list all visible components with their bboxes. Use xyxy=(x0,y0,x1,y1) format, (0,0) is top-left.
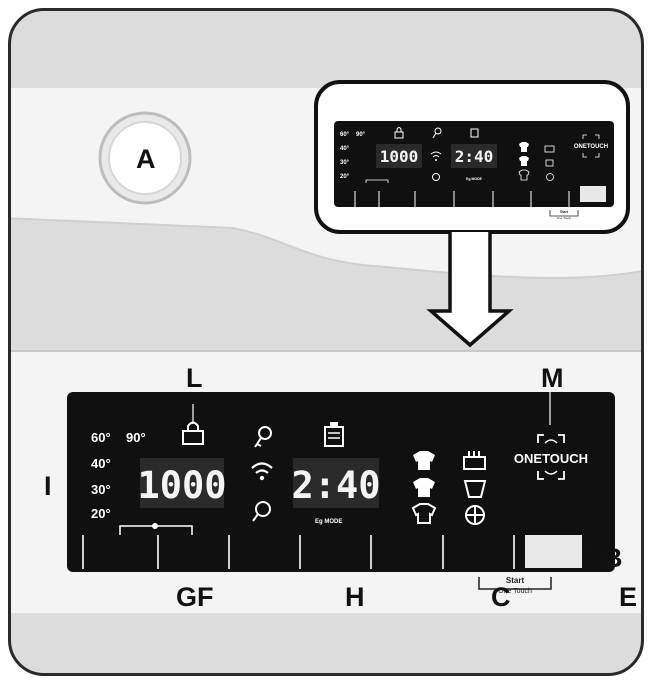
mini-key-icon xyxy=(432,127,442,139)
mini-steam-icon xyxy=(432,173,440,181)
mini-shirt-icons xyxy=(518,142,530,181)
mini-detergent-icon xyxy=(470,128,479,138)
mini-button-dividers xyxy=(354,191,570,207)
time-value: 2:40 xyxy=(291,464,380,507)
onetouch-icon xyxy=(537,383,565,480)
mini-temp-30: 30° xyxy=(340,160,350,166)
spin-speed-display xyxy=(140,458,224,508)
callout-l: L xyxy=(186,363,203,393)
mini-wifi-icon xyxy=(430,151,442,161)
mini-temp-60: 60° xyxy=(340,132,350,138)
start-sublabel: One Touch xyxy=(498,588,532,595)
mini-time-display xyxy=(451,144,497,168)
child-lock-icon xyxy=(182,404,204,445)
start-label: Start xyxy=(506,576,525,585)
temp-20-label[interactable]: 20° xyxy=(91,506,111,521)
mini-temp-20: 20° xyxy=(340,174,350,180)
temp-60-label[interactable]: 60° xyxy=(91,430,111,445)
callout-a: A xyxy=(136,144,156,174)
time-display xyxy=(293,458,379,508)
mini-time-value: 2:40 xyxy=(455,147,494,166)
mini-spin-display xyxy=(376,144,422,168)
wifi-icon xyxy=(251,462,273,481)
callout-e: E xyxy=(619,582,638,612)
mini-time-sublabel: Eg MODE xyxy=(466,177,483,181)
callout-i: I xyxy=(44,471,52,501)
mini-onetouch-label: ONETOUCH xyxy=(574,144,608,150)
garment-icons xyxy=(411,451,437,524)
callout-b: B xyxy=(603,543,623,573)
callout-h: H xyxy=(345,582,365,612)
zoom-arrow xyxy=(426,232,514,348)
temp-90-label[interactable]: 90° xyxy=(126,430,146,445)
mini-start-button[interactable] xyxy=(580,186,606,202)
control-panel-illustration: 60° 90° 40° 30° 20° 1000 2:40 Eg MODE xyxy=(11,80,641,613)
callout-gf: GF xyxy=(176,582,214,612)
key-icon xyxy=(254,426,272,448)
onetouch-label: ONETOUCH xyxy=(514,451,588,466)
button-dividers xyxy=(82,535,515,569)
spin-speed-value: 1000 xyxy=(137,464,226,507)
mini-spin-value: 1000 xyxy=(380,147,419,166)
mini-start-label: Start xyxy=(560,210,569,214)
detergent-icon xyxy=(324,422,344,447)
appliance-frame: 60° 90° 40° 30° 20° 1000 2:40 Eg MODE xyxy=(8,8,644,676)
mini-onetouch-icon xyxy=(582,134,600,158)
temp-40-label[interactable]: 40° xyxy=(91,456,111,471)
callout-c: C xyxy=(491,582,511,612)
mini-temp-90: 90° xyxy=(356,132,366,138)
mini-temp-40: 40° xyxy=(340,146,350,152)
main-control-panel: 60° 90° 40° 30° 20° 1000 xyxy=(67,383,615,572)
time-sublabel: Eg MODE xyxy=(315,519,342,525)
mini-lock-icon xyxy=(394,127,404,139)
mini-control-panel: 60° 90° 40° 30° 20° 1000 2:40 Eg MODE xyxy=(334,121,614,220)
steam-icon xyxy=(252,501,271,522)
mini-option-icons xyxy=(544,145,555,181)
temp-30-label[interactable]: 30° xyxy=(91,482,111,497)
mini-start-sublabel: One Touch xyxy=(557,216,572,220)
start-bracket xyxy=(478,577,552,590)
option-icons xyxy=(463,451,487,525)
callout-m: M xyxy=(541,363,564,393)
start-button[interactable] xyxy=(525,535,582,568)
